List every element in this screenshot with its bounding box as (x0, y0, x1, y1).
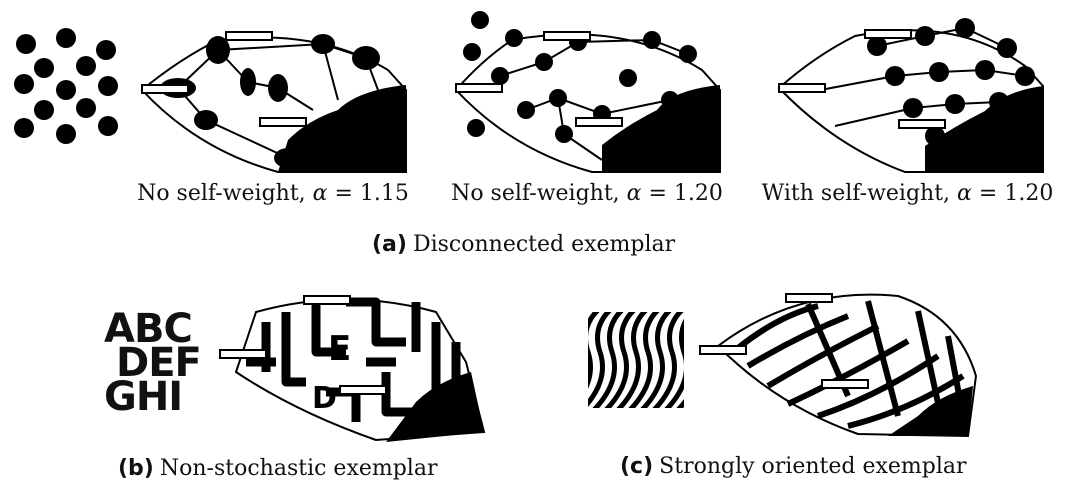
result-a1-image (138, 30, 408, 172)
caption-value: = 1.20 (642, 181, 723, 206)
caption-text: With self-weight, (762, 181, 957, 206)
caption-text: No self-weight, (451, 181, 627, 206)
caption-text: No self-weight, (137, 181, 313, 206)
subcaption-label: (a) (372, 232, 407, 257)
alpha-symbol: α (957, 181, 972, 206)
letter-exemplar: ABC DEF GHI (104, 312, 201, 414)
svg-text:D: D (312, 381, 337, 416)
result-b-image: E D (216, 282, 486, 442)
subcaption-b: (b)Non-stochastic exemplar (118, 456, 437, 481)
subcaption-text: Non-stochastic exemplar (160, 456, 438, 481)
result-a3-image (775, 16, 1045, 172)
subcaption-text: Disconnected exemplar (413, 232, 675, 257)
caption-value: = 1.20 (972, 181, 1053, 206)
dot-exemplar (8, 28, 128, 153)
result-a1-caption: No self-weight, α = 1.15 (118, 181, 428, 206)
subcaption-text: Strongly oriented exemplar (659, 454, 966, 479)
result-a2-image (452, 10, 722, 172)
caption-value: = 1.15 (328, 181, 409, 206)
alpha-symbol: α (313, 181, 328, 206)
result-a3-caption: With self-weight, α = 1.20 (750, 181, 1065, 206)
result-a2-caption: No self-weight, α = 1.20 (432, 181, 742, 206)
alpha-symbol: α (627, 181, 642, 206)
subcaption-label: (c) (620, 454, 653, 479)
stripe-exemplar (588, 312, 684, 408)
result-c-image (698, 286, 980, 438)
svg-text:E: E (328, 329, 351, 369)
subcaption-label: (b) (118, 456, 154, 481)
subcaption-c: (c)Strongly oriented exemplar (620, 454, 967, 479)
subcaption-a: (a)Disconnected exemplar (372, 232, 675, 257)
